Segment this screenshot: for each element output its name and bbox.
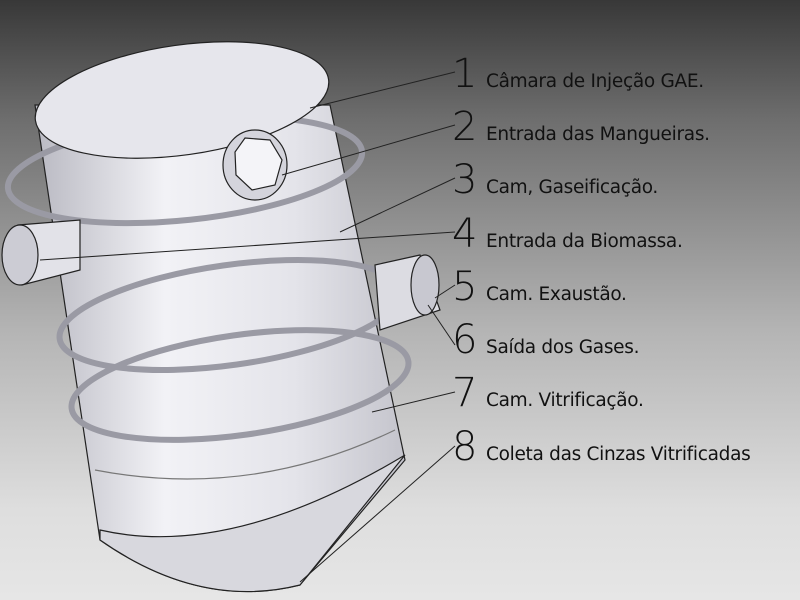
label-text: Entrada da Biomassa. — [486, 231, 683, 252]
leader-line-4 — [39, 231, 456, 261]
label-text: Cam, Gaseificação. — [486, 177, 659, 198]
label-5: 5 Cam. Exaustão. — [452, 267, 627, 307]
label-number: 8 — [452, 424, 478, 470]
label-4: 4 Entrada da Biomassa. — [452, 214, 683, 254]
leader-line-5 — [434, 284, 456, 299]
label-text: Cam. Exaustão. — [486, 284, 627, 305]
label-text: Saída dos Gases. — [486, 337, 640, 358]
label-number: 3 — [452, 157, 478, 203]
leader-line-8 — [299, 445, 456, 583]
collection-cone — [99, 454, 406, 593]
label-number: 4 — [452, 211, 478, 257]
label-number: 1 — [452, 51, 478, 97]
label-number: 7 — [452, 370, 478, 416]
label-number: 6 — [452, 317, 478, 363]
label-2: 2 Entrada das Mangueiras. — [452, 107, 710, 147]
label-7: 7 Cam. Vitrificação. — [452, 373, 644, 413]
leader-line-1 — [309, 71, 456, 109]
label-text: Coleta das Cinzas Vitrificadas — [486, 444, 751, 465]
label-text: Entrada das Mangueiras. — [486, 124, 710, 145]
label-text: Câmara de Injeção GAE. — [486, 71, 704, 92]
label-6: 6 Saída dos Gases. — [452, 320, 639, 360]
leader-lines — [39, 71, 456, 583]
leader-line-2 — [281, 124, 456, 176]
leader-line-7 — [371, 391, 456, 413]
injection-chamber-top — [34, 41, 330, 159]
label-8: 8 Coleta das Cinzas Vitrificadas — [452, 424, 751, 470]
label-number: 2 — [452, 104, 478, 150]
flange-3 — [68, 327, 412, 443]
label-3: 3 Cam, Gaseificação. — [452, 160, 658, 200]
label-text: Cam. Vitrificação. — [486, 390, 644, 411]
label-number: 5 — [452, 264, 478, 310]
leader-line-3 — [339, 177, 456, 233]
leader-line-6 — [427, 304, 456, 346]
label-1: 1 Câmara de Injeção GAE. — [452, 54, 704, 94]
